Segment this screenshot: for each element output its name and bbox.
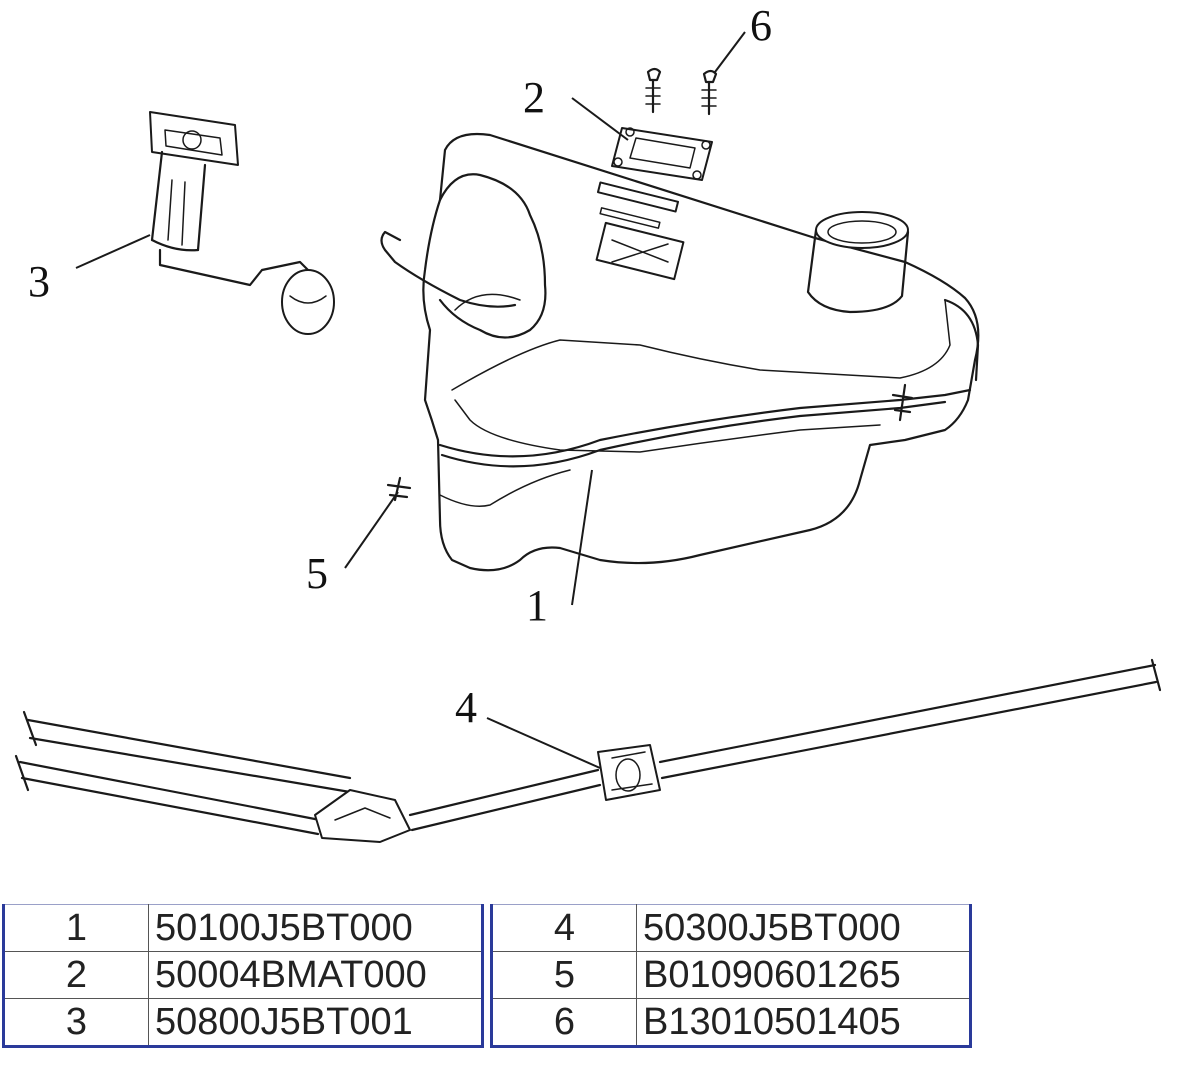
hose-assembly-part <box>14 658 1162 843</box>
exploded-parts-diagram: 1 2 3 4 5 6 <box>14 1 1162 843</box>
bolts-part <box>645 67 718 116</box>
part-code: 50800J5BT001 <box>148 998 484 1048</box>
parts-table-left: 1 50100J5BT000 2 50004BMAT000 3 50800J5B… <box>2 904 484 1048</box>
part-code: B01090601265 <box>636 951 972 999</box>
parts-table-right: 4 50300J5BT000 5 B01090601265 6 B1301050… <box>490 904 972 1048</box>
fuel-tank-part <box>380 132 980 572</box>
callout-1: 1 <box>526 581 548 630</box>
part-number: 1 <box>2 904 149 952</box>
fuel-sender-part <box>149 111 335 335</box>
table-row: 3 50800J5BT001 <box>2 998 484 1048</box>
table-row: 1 50100J5BT000 <box>2 904 484 952</box>
table-row: 6 B13010501405 <box>490 998 972 1048</box>
part-number: 6 <box>490 998 637 1048</box>
part-code: 50300J5BT000 <box>636 904 972 952</box>
callout-4: 4 <box>455 683 477 732</box>
callout-2: 2 <box>523 73 545 122</box>
callout-3: 3 <box>28 257 50 306</box>
part-number: 4 <box>490 904 637 952</box>
leader-lines <box>75 31 746 769</box>
table-row: 4 50300J5BT000 <box>490 904 972 952</box>
table-row: 5 B01090601265 <box>490 951 972 999</box>
mounting-plate-part <box>611 127 713 181</box>
table-row: 2 50004BMAT000 <box>2 951 484 999</box>
part-number: 5 <box>490 951 637 999</box>
callout-6: 6 <box>750 1 772 50</box>
part-number: 2 <box>2 951 149 999</box>
part-code: B13010501405 <box>636 998 972 1048</box>
callout-5: 5 <box>306 549 328 598</box>
part-code: 50004BMAT000 <box>148 951 484 999</box>
part-code: 50100J5BT000 <box>148 904 484 952</box>
part-number: 3 <box>2 998 149 1048</box>
